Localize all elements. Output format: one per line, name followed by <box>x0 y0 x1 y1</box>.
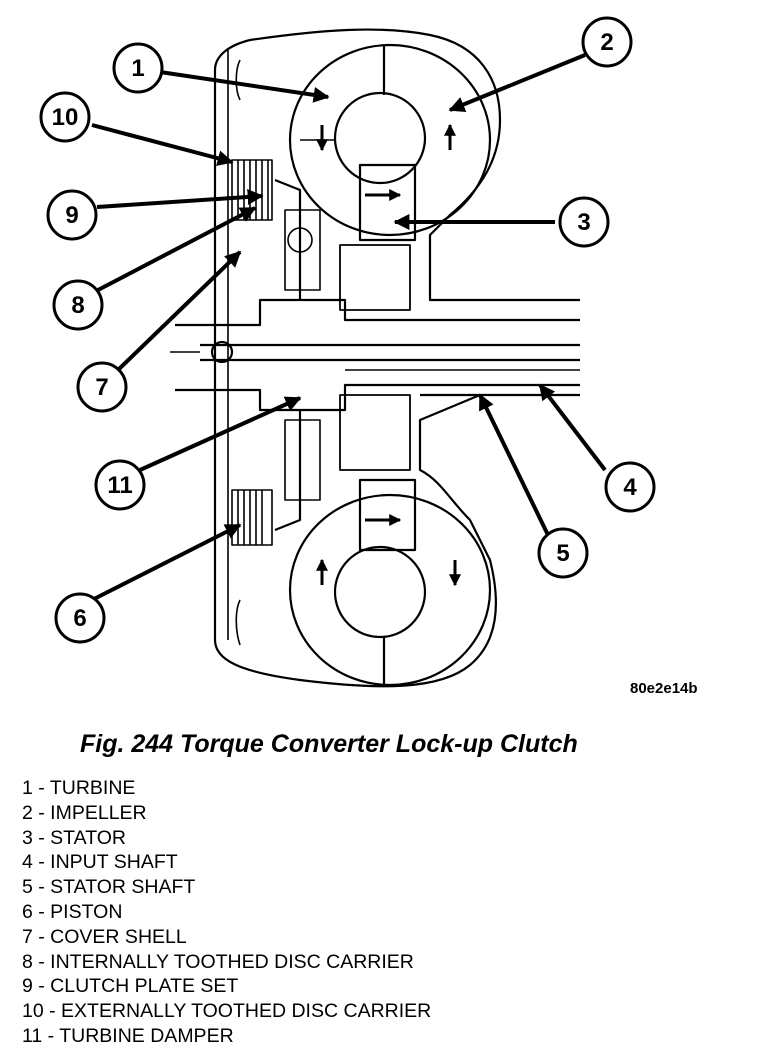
figure-caption: Fig. 244 Torque Converter Lock-up Clutch <box>80 730 578 758</box>
legend-item: 6 - PISTON <box>22 900 123 923</box>
callout-3: 3 <box>558 196 610 248</box>
svg-text:9: 9 <box>65 202 78 229</box>
svg-text:5: 5 <box>556 540 569 567</box>
upper-torus-core <box>333 91 427 185</box>
svg-text:7: 7 <box>95 374 108 401</box>
upper-stator <box>358 163 417 242</box>
callout-4: 4 <box>604 461 656 513</box>
callout-10: 10 <box>39 91 91 143</box>
callout-8: 8 <box>52 279 104 331</box>
torque-converter-diagram: 1 2 3 4 5 6 7 8 <box>39 16 656 688</box>
legend-item: 8 - INTERNALLY TOOTHED DISC CARRIER <box>22 950 414 973</box>
callout-5: 5 <box>537 527 589 579</box>
lower-clutch-pack <box>231 489 273 546</box>
callout-9: 9 <box>46 189 98 241</box>
lower-stator <box>358 478 417 552</box>
piston-body <box>274 178 302 532</box>
legend-item: 9 - CLUTCH PLATE SET <box>22 975 239 998</box>
svg-text:11: 11 <box>107 472 132 499</box>
image-code: 80e2e14b <box>630 680 698 697</box>
svg-text:6: 6 <box>73 605 86 632</box>
svg-text:10: 10 <box>52 104 79 131</box>
callout-11: 11 <box>94 459 146 511</box>
legend-item: 2 - IMPELLER <box>22 801 147 824</box>
legend: 1 - TURBINE 2 - IMPELLER 3 - STATOR 4 - … <box>22 776 431 1049</box>
upper-torus <box>288 43 492 237</box>
callout-2: 2 <box>581 16 633 68</box>
svg-text:1: 1 <box>131 55 144 82</box>
leader-lines <box>91 53 607 602</box>
hub <box>175 298 580 412</box>
legend-item: 3 - STATOR <box>22 826 127 849</box>
converter-cross-section <box>170 28 580 688</box>
callouts: 1 2 3 4 5 6 7 8 <box>39 16 656 644</box>
callout-6: 6 <box>54 592 106 644</box>
cover-shell-outline <box>213 28 580 688</box>
svg-text:8: 8 <box>71 292 84 319</box>
legend-item: 5 - STATOR SHAFT <box>22 876 196 899</box>
legend-item: 7 - COVER SHELL <box>22 925 187 948</box>
lower-torus <box>288 493 492 687</box>
callout-1: 1 <box>112 42 164 94</box>
svg-text:4: 4 <box>623 474 637 501</box>
legend-item: 4 - INPUT SHAFT <box>22 851 178 874</box>
legend-item: 10 - EXTERNALLY TOOTHED DISC CARRIER <box>22 1000 432 1023</box>
legend-item: 1 - TURBINE <box>22 777 136 799</box>
lower-torus-core <box>333 545 427 639</box>
svg-text:2: 2 <box>600 29 613 56</box>
damper-body <box>284 209 321 501</box>
legend-item: 11 - TURBINE DAMPER <box>22 1024 234 1047</box>
callout-7: 7 <box>76 361 128 413</box>
svg-text:3: 3 <box>577 209 590 236</box>
